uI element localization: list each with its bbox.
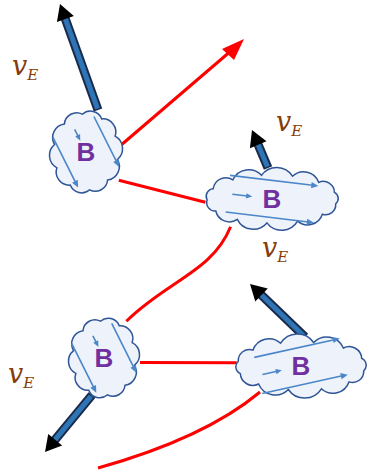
velocity-arrow-outline bbox=[260, 294, 305, 337]
velocity-arrow bbox=[54, 396, 91, 441]
field-vector bbox=[232, 194, 247, 196]
velocity-arrowhead bbox=[250, 284, 268, 302]
velocity-arrow bbox=[65, 17, 98, 108]
field-vector-head bbox=[311, 182, 318, 188]
field-vector-head bbox=[307, 219, 314, 225]
plasma-cloud: B bbox=[228, 333, 374, 399]
velocity-arrow-outline bbox=[257, 143, 268, 168]
field-line bbox=[98, 392, 260, 468]
cloud-shape bbox=[49, 111, 122, 193]
field-symbol: B bbox=[263, 186, 282, 212]
velocity-label: vE bbox=[276, 108, 302, 139]
field-vector-head bbox=[340, 373, 348, 379]
velocity-arrow-outline bbox=[54, 395, 92, 441]
field-vector bbox=[94, 117, 117, 162]
field-vector-head bbox=[130, 365, 136, 373]
plasma-cloud: B bbox=[45, 105, 127, 199]
velocity-label: vE bbox=[12, 52, 38, 83]
field-arrowhead bbox=[222, 39, 244, 60]
field-line-connector bbox=[119, 180, 206, 202]
velocity-arrowhead bbox=[45, 434, 62, 452]
velocity-arrow bbox=[260, 294, 304, 336]
field-symbol: B bbox=[77, 139, 96, 165]
field-vector-head bbox=[246, 193, 252, 198]
velocity-arrow-outline bbox=[65, 17, 98, 110]
field-vector bbox=[226, 212, 309, 222]
field-vector-head bbox=[113, 159, 119, 167]
field-vector bbox=[230, 175, 313, 185]
field-line-connector bbox=[140, 361, 237, 364]
velocity-arrow bbox=[257, 143, 267, 167]
field-line-connector bbox=[126, 227, 230, 321]
velocity-arrowhead bbox=[57, 4, 74, 22]
field-line bbox=[120, 50, 232, 146]
field-vector-head bbox=[90, 385, 96, 393]
field-symbol: B bbox=[95, 345, 114, 371]
velocity-label: vE bbox=[262, 234, 288, 265]
velocity-arrowhead bbox=[250, 130, 267, 148]
cloud-shape bbox=[68, 318, 139, 398]
plasma-cloud: B bbox=[64, 312, 144, 404]
cloud-shape bbox=[236, 334, 366, 398]
field-vector bbox=[72, 343, 94, 387]
field-vector bbox=[263, 371, 278, 374]
field-symbol: B bbox=[292, 353, 311, 379]
plasma-cloud: B bbox=[198, 166, 346, 232]
velocity-label: vE bbox=[8, 360, 34, 391]
field-vector-head bbox=[275, 369, 281, 374]
field-vector bbox=[53, 137, 76, 182]
field-vector-head bbox=[72, 180, 78, 188]
field-vector bbox=[112, 323, 134, 367]
field-vector-head bbox=[332, 337, 340, 343]
cloud-shape bbox=[206, 167, 338, 230]
